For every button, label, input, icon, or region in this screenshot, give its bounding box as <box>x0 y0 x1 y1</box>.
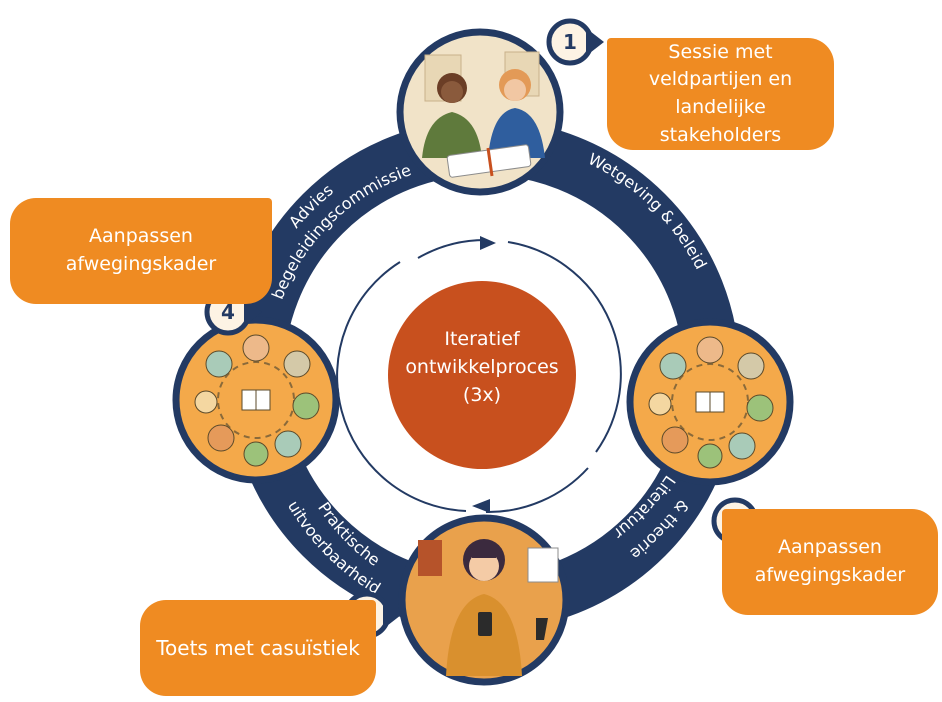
two-women-meeting-illustration <box>422 51 545 178</box>
cycle-arrowhead-bottom <box>472 499 490 513</box>
step-1-label: Sessie met veldpartijen en landelijke st… <box>648 40 793 146</box>
node-3: 3 <box>343 514 570 686</box>
center-title-3: (3x) <box>463 384 501 406</box>
step-4-label: Aanpassen afwegingskader <box>65 225 217 275</box>
node-1: 1 <box>396 18 604 196</box>
step-2-label-box: Aanpassen afwegingskader <box>722 509 938 615</box>
step-number-4: 4 <box>221 300 235 324</box>
center-circle <box>388 281 576 469</box>
step-4-label-box: Aanpassen afwegingskader <box>10 198 272 304</box>
step-3-label: Toets met casuïstiek <box>156 635 360 660</box>
step-3-label-box: Toets met casuïstiek <box>140 600 376 696</box>
framework-wheel-illustration <box>194 334 320 467</box>
node-4: 4 <box>172 288 340 484</box>
step-number-1: 1 <box>563 30 577 54</box>
step-2-label: Aanpassen afwegingskader <box>754 536 906 586</box>
cycle-arrowhead-top <box>480 236 496 250</box>
center-title-2: ontwikkelproces <box>405 356 558 378</box>
step-1-label-box: Sessie met veldpartijen en landelijke st… <box>607 38 834 150</box>
framework-wheel-illustration <box>648 336 774 469</box>
center-title-1: Iteratief <box>444 328 521 350</box>
professional-woman-illustration <box>418 539 559 676</box>
